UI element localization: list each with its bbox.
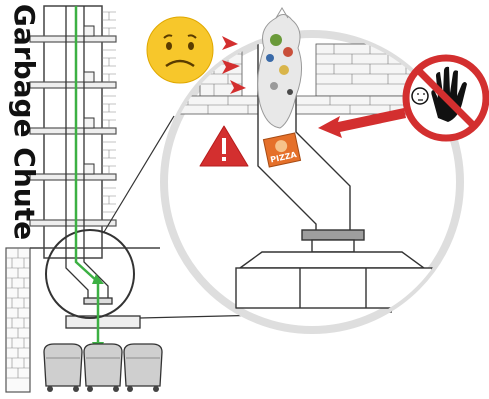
diagram-title: Garbage Chute bbox=[4, 4, 44, 240]
garbage-bin bbox=[83, 343, 123, 392]
zoom-circle-small bbox=[45, 229, 135, 319]
chute-hatches bbox=[83, 25, 95, 175]
pizza-box-icon: PIZZA bbox=[262, 132, 302, 168]
garbage-bins bbox=[43, 343, 163, 392]
warning-triangle-icon bbox=[199, 125, 249, 167]
basement-wall bbox=[5, 247, 160, 393]
garbage-bin bbox=[123, 343, 163, 392]
red-arrow-icon bbox=[318, 108, 406, 138]
building-shaft bbox=[29, 5, 117, 259]
title-text: Garbage Chute bbox=[8, 4, 42, 240]
no-touching-sign-icon bbox=[402, 54, 489, 142]
flow-arrowhead-bend bbox=[92, 274, 104, 284]
garbage-bag-icon bbox=[257, 7, 302, 129]
garbage-flow-arrow bbox=[74, 6, 100, 346]
garbage-bin bbox=[43, 343, 83, 392]
sad-face-icon bbox=[146, 16, 214, 84]
floor-slabs bbox=[29, 35, 117, 227]
shaft-bricks bbox=[102, 11, 116, 213]
alert-chevrons bbox=[222, 36, 246, 94]
